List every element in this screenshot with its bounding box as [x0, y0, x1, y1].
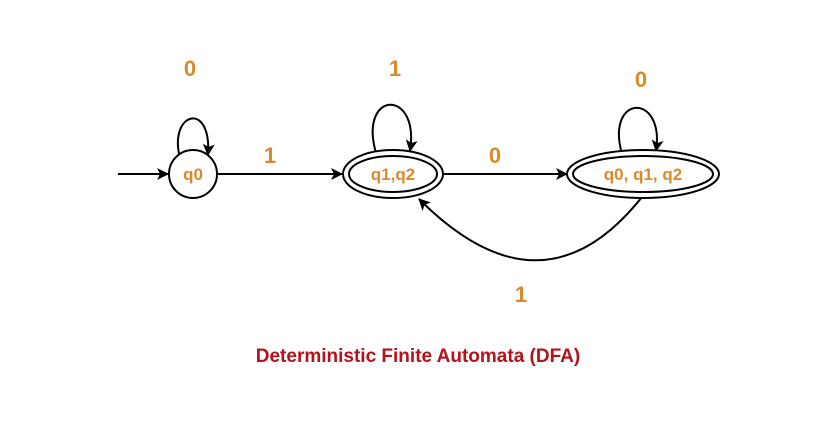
transition-q0q1q2-q1q2 [418, 196, 643, 262]
state-q0q1q2-inner-ring [572, 155, 714, 193]
transition-q1q2-q0q1q2-label: 0 [489, 143, 501, 168]
transition-q1q2-q1q2-label: 1 [389, 56, 401, 81]
state-q0-circle [168, 149, 218, 199]
state-q1q2-label: q1,q2 [371, 165, 415, 184]
transition-q0-q0-loop [177, 117, 215, 159]
state-q0q1q2-label: q0, q1, q2 [604, 165, 682, 184]
transition-q0-q0-label: 0 [184, 56, 196, 81]
transition-q1q2-q1q2-loop [371, 103, 418, 154]
state-q1q2-inner-ring [348, 155, 438, 193]
diagram-caption: Deterministic Finite Automata (DFA) [256, 346, 580, 367]
transition-q0q1q2-q1q2-label: 1 [515, 282, 527, 307]
state-q0-label: q0 [183, 165, 203, 184]
state-q0: q0 [168, 149, 218, 199]
state-q1q2: q1,q2 [342, 149, 444, 199]
transition-q0q1q2-q0q1q2-label: 0 [635, 67, 647, 92]
state-q0q1q2: q0, q1, q2 [566, 149, 720, 199]
transition-q0-q1q2-label: 1 [264, 143, 276, 168]
transition-q0q1q2-q0q1q2-loop [618, 106, 664, 155]
